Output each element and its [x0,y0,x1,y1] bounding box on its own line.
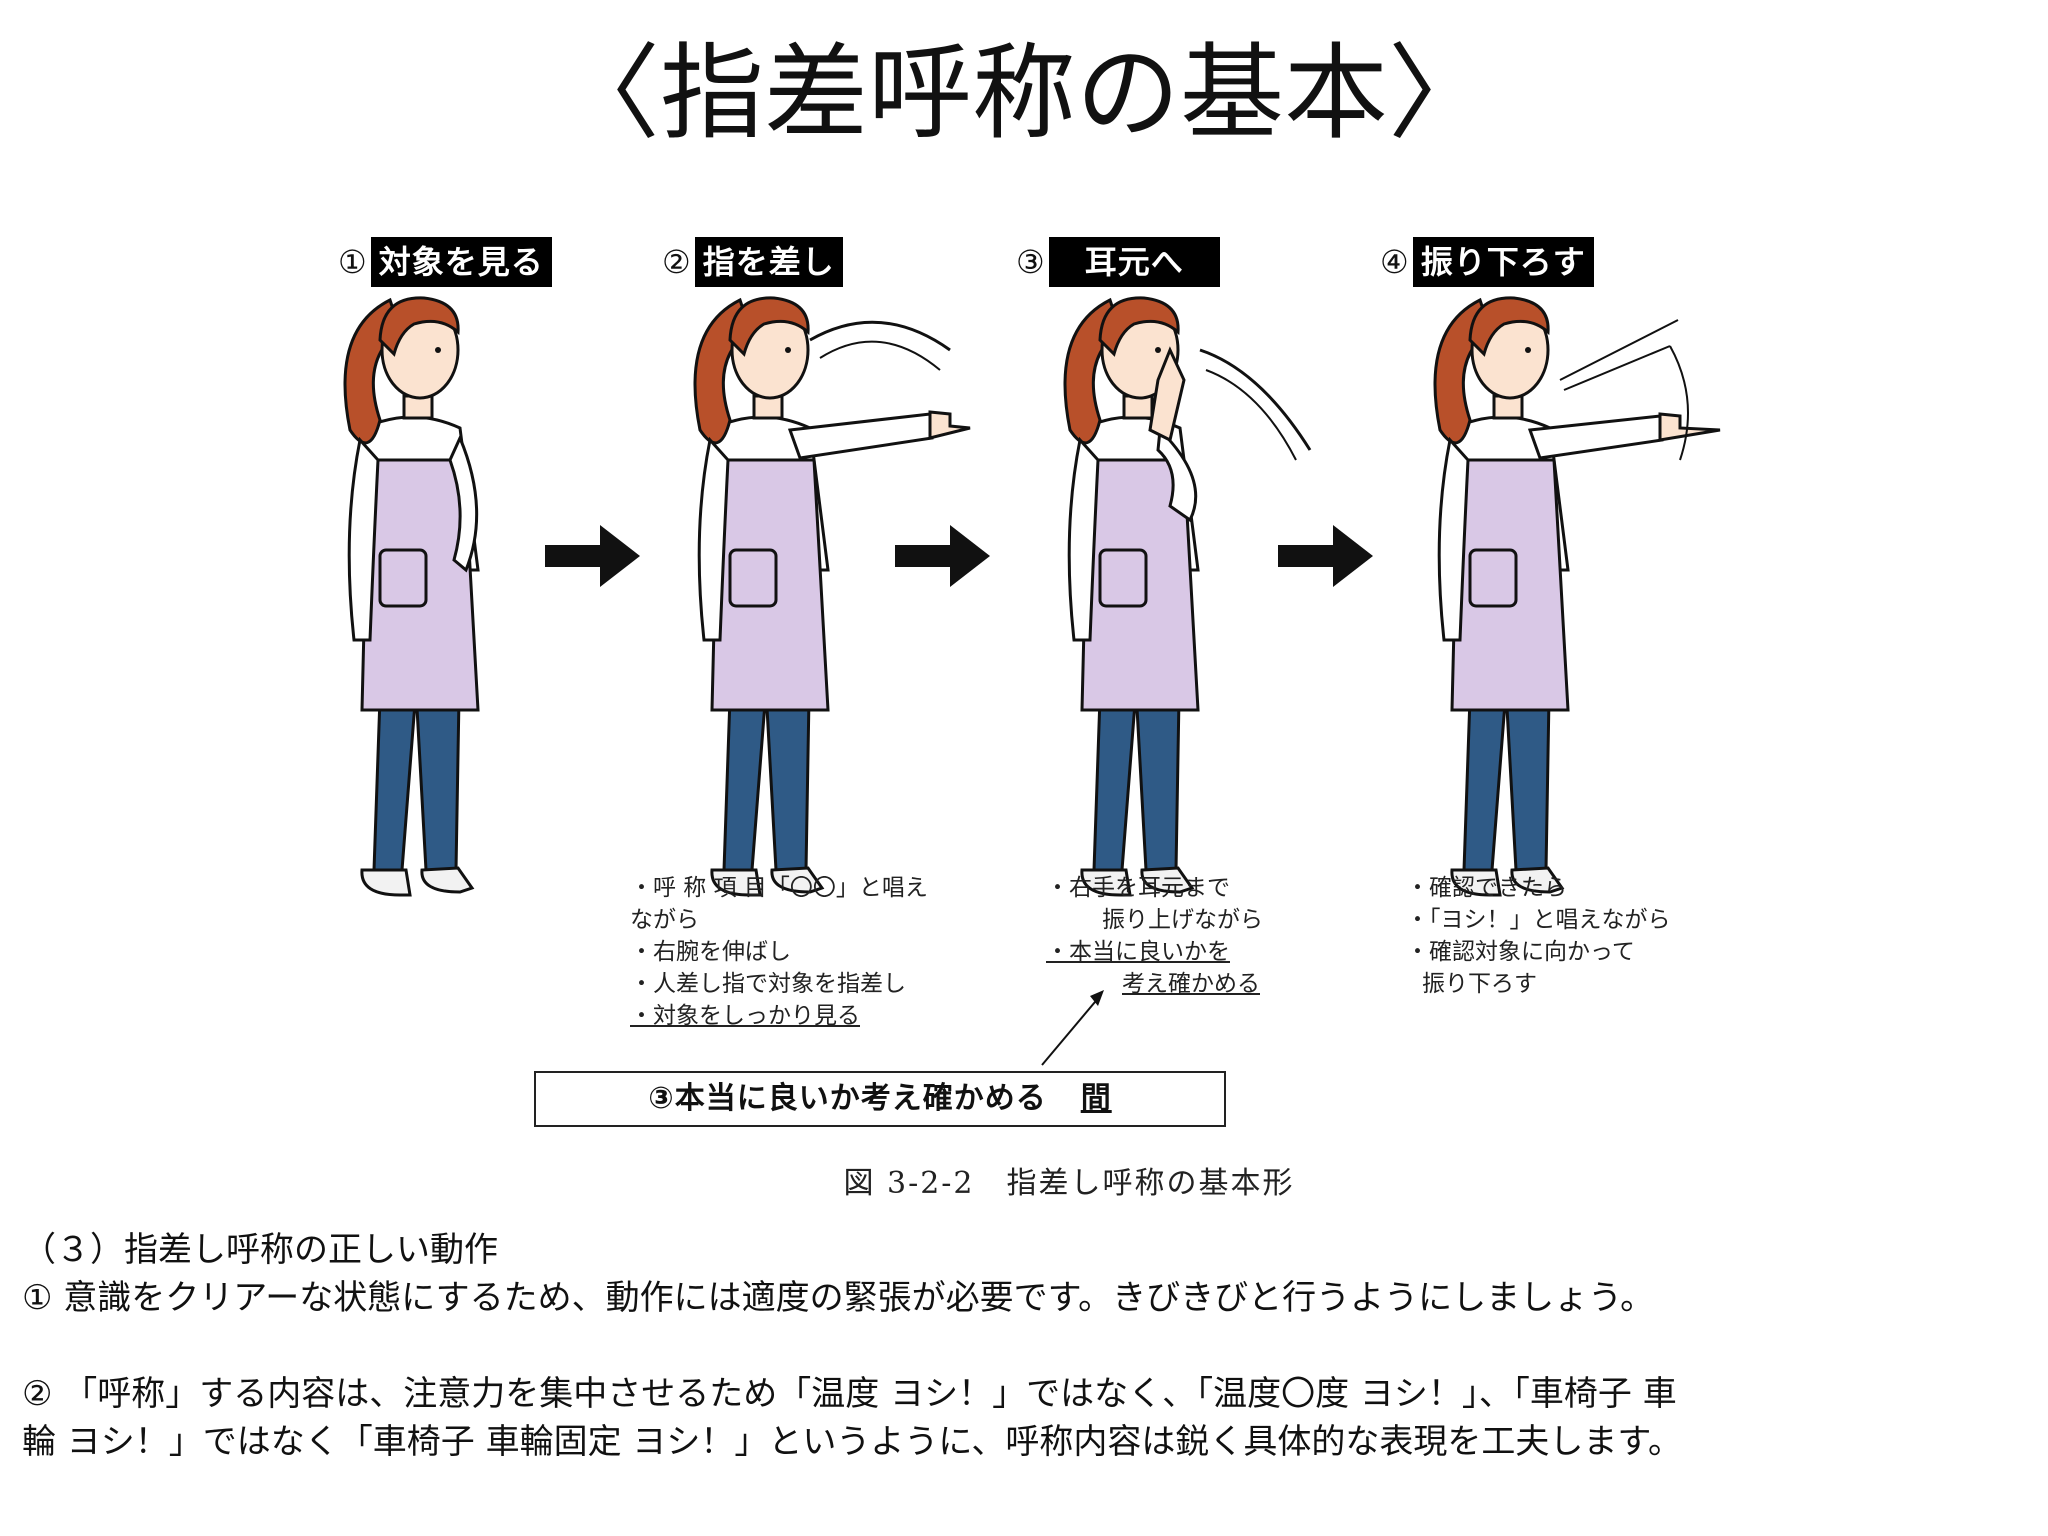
step2-number: ② [662,243,691,281]
arrow-1-to-2 [545,525,640,587]
body-point2-line1: ② 「呼称」する内容は、注意力を集中させるため「温度 ヨシ！」ではなく、「温度〇… [22,1374,1677,1414]
step3-title: 耳元へ [1048,237,1220,287]
figure-step4-person [1433,296,1721,897]
callout-emphasis: 間 [1080,1081,1112,1116]
caption-line: ・確認できたら [1406,875,1567,901]
body-heading: （３）指差し呼称の正しい動作 [22,1230,498,1270]
callout-pointer-arrow [1041,990,1104,1066]
callout-text: ③本当に良いか考え確かめる [648,1081,1047,1116]
caption-line: ・確認対象に向かって [1406,939,1635,965]
step4-title: 振り下ろす [1412,237,1594,287]
body-point1: ① 意識をクリアーな状態にするため、動作には適度の緊張が必要です。きびきびと行う… [22,1278,1655,1318]
caption-line: ・右腕を伸ばし [630,939,791,965]
caption-line: ながら [630,907,699,933]
step2-label: ② 指を差し [662,237,843,287]
step3-label: ③ 耳元へ [1016,237,1220,287]
page-title: 〈指差呼称の基本〉 [555,32,1492,154]
callout-box: ③本当に良いか考え確かめる間 [534,1071,1226,1127]
figure-step2-person [693,296,971,897]
body-point2: ② 「呼称」する内容は、注意力を集中させるため「温度 ヨシ！」ではなく、「温度〇… [22,1370,2022,1466]
figure-step3-person [1063,296,1312,897]
caption-line: ・「ヨシ！」と唱えながら [1406,907,1671,933]
caption-line: ・本当に良いかを [1046,939,1230,965]
caption-line: 振り上げながら [1102,907,1263,933]
caption-line: ・呼 称 項 目「〇〇」と唱え [630,875,928,901]
step4-caption: ・確認できたら ・「ヨシ！」と唱えながら ・確認対象に向かって 振り下ろす [1406,872,1671,1000]
step4-label: ④ 振り下ろす [1380,237,1594,287]
arrow-2-to-3 [895,525,990,587]
figure-step1-person [343,296,480,897]
step3-caption: ・右手を耳元まで 振り上げながら ・本当に良いかを 考え確かめる [1046,872,1263,1000]
caption-line: ・右手を耳元まで [1046,875,1230,901]
step3-number: ③ [1016,243,1045,281]
caption-line: 考え確かめる [1122,971,1260,997]
caption-line: ・対象をしっかり見る [630,1003,860,1029]
caption-line: 振り下ろす [1422,971,1537,997]
step1-label: ① 対象を見る [338,237,552,287]
caption-line: ・人差し指で対象を指差し [630,971,906,997]
step2-caption: ・呼 称 項 目「〇〇」と唱え ながら ・右腕を伸ばし ・人差し指で対象を指差し… [630,872,928,1032]
arrow-3-to-4 [1278,525,1373,587]
body-point2-line2: 輪 ヨシ！」ではなく「車椅子 車輪固定 ヨシ！」というように、呼称内容は鋭く具体… [22,1422,1682,1462]
figure-caption: 図 3-2-2 指差し呼称の基本形 [843,1166,1295,1201]
step2-title: 指を差し [694,237,843,287]
step4-number: ④ [1380,243,1409,281]
step1-number: ① [338,243,367,281]
step1-title: 対象を見る [370,237,552,287]
